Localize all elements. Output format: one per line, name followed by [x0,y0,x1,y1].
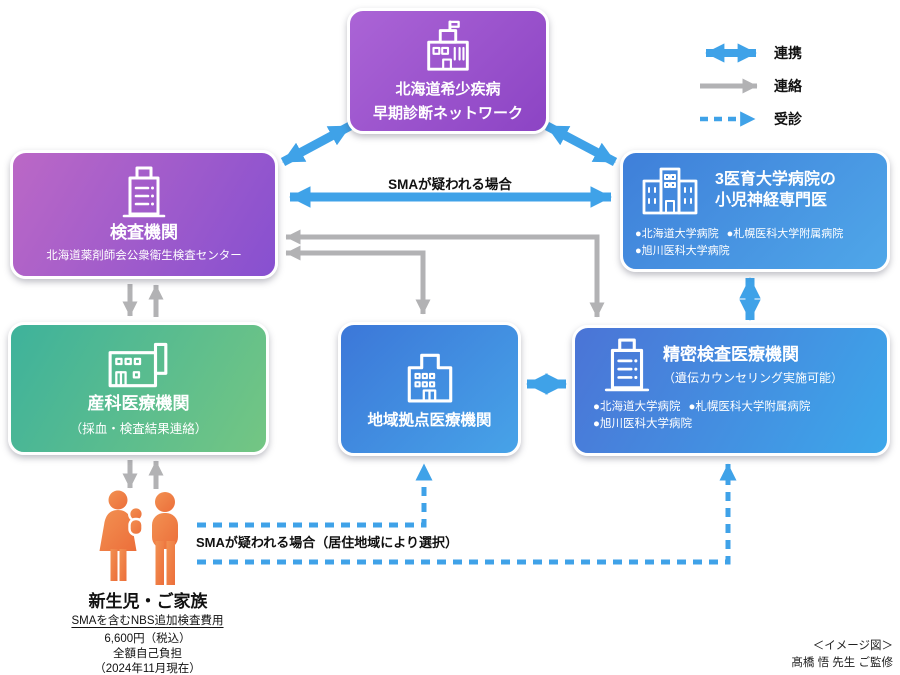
jushin-family-chiiki-dashed-arrow [197,463,433,528]
seimitsu-hospital-list: ●北海道大学病院 ●札幌医科大学附属病院 ●旭川医科大学病院 [589,399,873,434]
seimitsu-hospital-row1: ●北海道大学病院 ●札幌医科大学附属病院 [593,399,873,416]
node-seimitsu-kensa: 精密検査医療機関 （遺伝カウンセリング実施可能） ●北海道大学病院 ●札幌医科大… [572,325,890,456]
senmon-hospital-3: ●旭川医科大学病院 [635,244,730,257]
node-hokkaido-network: 北海道希少疾病 早期診断ネットワーク [347,8,549,134]
network-title-line1: 北海道希少疾病 [395,80,501,98]
senmon-title: 3医育大学病院の 小児神経専門医 [715,170,836,212]
senmon-hospital-list: ●北海道大学病院 ●札幌医科大学附属病院 ●旭川医科大学病院 [635,226,875,259]
sanka-subtitle: （採血・検査結果連絡） [69,422,208,437]
node-kensa-kikan: 検査機関 北海道薬剤師会公衆衛生検査センター [10,150,278,279]
laboratory-building-icon [122,166,166,218]
hospital-flag-icon [427,19,469,71]
family-note-line2: 全額自己負担 [113,647,182,660]
seimitsu-hospital-2: ●札幌医科大学附属病院 [688,401,811,413]
legend-label-renkei: 連携 [774,45,802,61]
legend-label-jushin: 受診 [774,111,802,127]
seimitsu-title-block: 精密検査医療機関 （遺伝カウンセリング実施可能） [663,344,843,385]
family-note-line3: （2024年11月現在） [94,662,201,675]
seimitsu-subtitle: （遺伝カウンセリング実施可能） [663,370,844,385]
renkei-network-senmon-arrow [544,122,618,166]
legend-item-jushin: 受診 [698,108,802,130]
seimitsu-hospital-row2: ●旭川医科大学病院 [593,416,873,433]
university-hospital-icon [642,167,698,215]
sma-suspected-label: SMAが疑われる場合 [388,177,512,192]
seimitsu-hospital-1: ●北海道大学病院 [593,401,681,413]
obstetrics-clinic-icon [108,342,167,388]
senmon-header: 3医育大学病院の 小児神経専門医 [635,163,875,219]
renraku-seimitsu-kensa-elbow-arrow [285,229,605,318]
senmon-title-line2: 小児神経専門医 [715,192,828,209]
seimitsu-header: 精密検査医療機関 （遺伝カウンセリング実施可能） [589,338,873,392]
senmon-hospital-2: ●札幌医科大学附属病院 [726,228,844,240]
family-icon [99,490,178,585]
solid-double-arrow-icon [705,43,757,63]
renraku-chiiki-kensa-elbow-arrow [285,245,431,315]
credit-note: ＜イメージ図＞ 髙橋 悟 先生 ご監修 [690,638,893,671]
legend-item-renraku: 連絡 [698,75,802,97]
regional-hospital-icon [407,353,452,403]
seimitsu-title: 精密検査医療機関 [663,345,799,365]
sanka-title: 産科医療機関 [87,393,190,413]
senmon-hospital-1: ●北海道大学病院 [635,228,719,240]
legend-label-renraku: 連絡 [774,78,802,94]
examination-hospital-icon [604,338,650,392]
family-note-title: SMAを含むNBS追加検査費用 [71,615,224,627]
family-cost-note: SMAを含むNBS追加検査費用 6,600円（税込） 全額自己負担 （2024年… [35,612,260,675]
supervisor-credit: 髙橋 悟 先生 ご監修 [791,656,893,669]
node-sanka-iryokikan: 産科医療機関 （採血・検査結果連絡） [8,322,269,455]
jushin-family-seimitsu-dashed-arrow [197,463,737,565]
seimitsu-hospital-3: ●旭川医科大学病院 [593,418,692,431]
kensa-subtitle: 北海道薬剤師会公衆衛生検査センター [46,250,242,263]
network-title-line2: 早期診断ネットワーク [372,105,523,122]
dashed-arrow-icon [700,111,756,127]
senmon-hospital-row1: ●北海道大学病院 ●札幌医科大学附属病院 [635,226,875,243]
family-title: 新生児・ご家族 [88,592,208,611]
family-note-line1: 6,600円（税込） [104,633,191,645]
node-senmon-i: 3医育大学病院の 小児神経専門医 ●北海道大学病院 ●札幌医科大学附属病院 ●旭… [620,150,890,272]
image-note: ＜イメージ図＞ [812,640,893,652]
sma-suspected-choice-label: SMAが疑われる場合（居住地域により選択） [196,535,458,550]
node-chiiki-kyoten: 地域拠点医療機関 [338,322,521,456]
solid-single-arrow-icon [700,78,758,94]
legend-item-renkei: 連携 [698,42,802,64]
renkei-network-kensa-arrow [280,122,353,166]
legend: 連携 連絡 受診 [698,42,802,130]
family-silhouette [99,490,178,585]
senmon-title-line1: 3医育大学病院の [715,171,836,189]
chiiki-title: 地域拠点医療機関 [367,411,492,429]
kensa-title: 検査機関 [110,222,178,242]
senmon-hospital-row2: ●旭川医科大学病院 [635,243,875,260]
